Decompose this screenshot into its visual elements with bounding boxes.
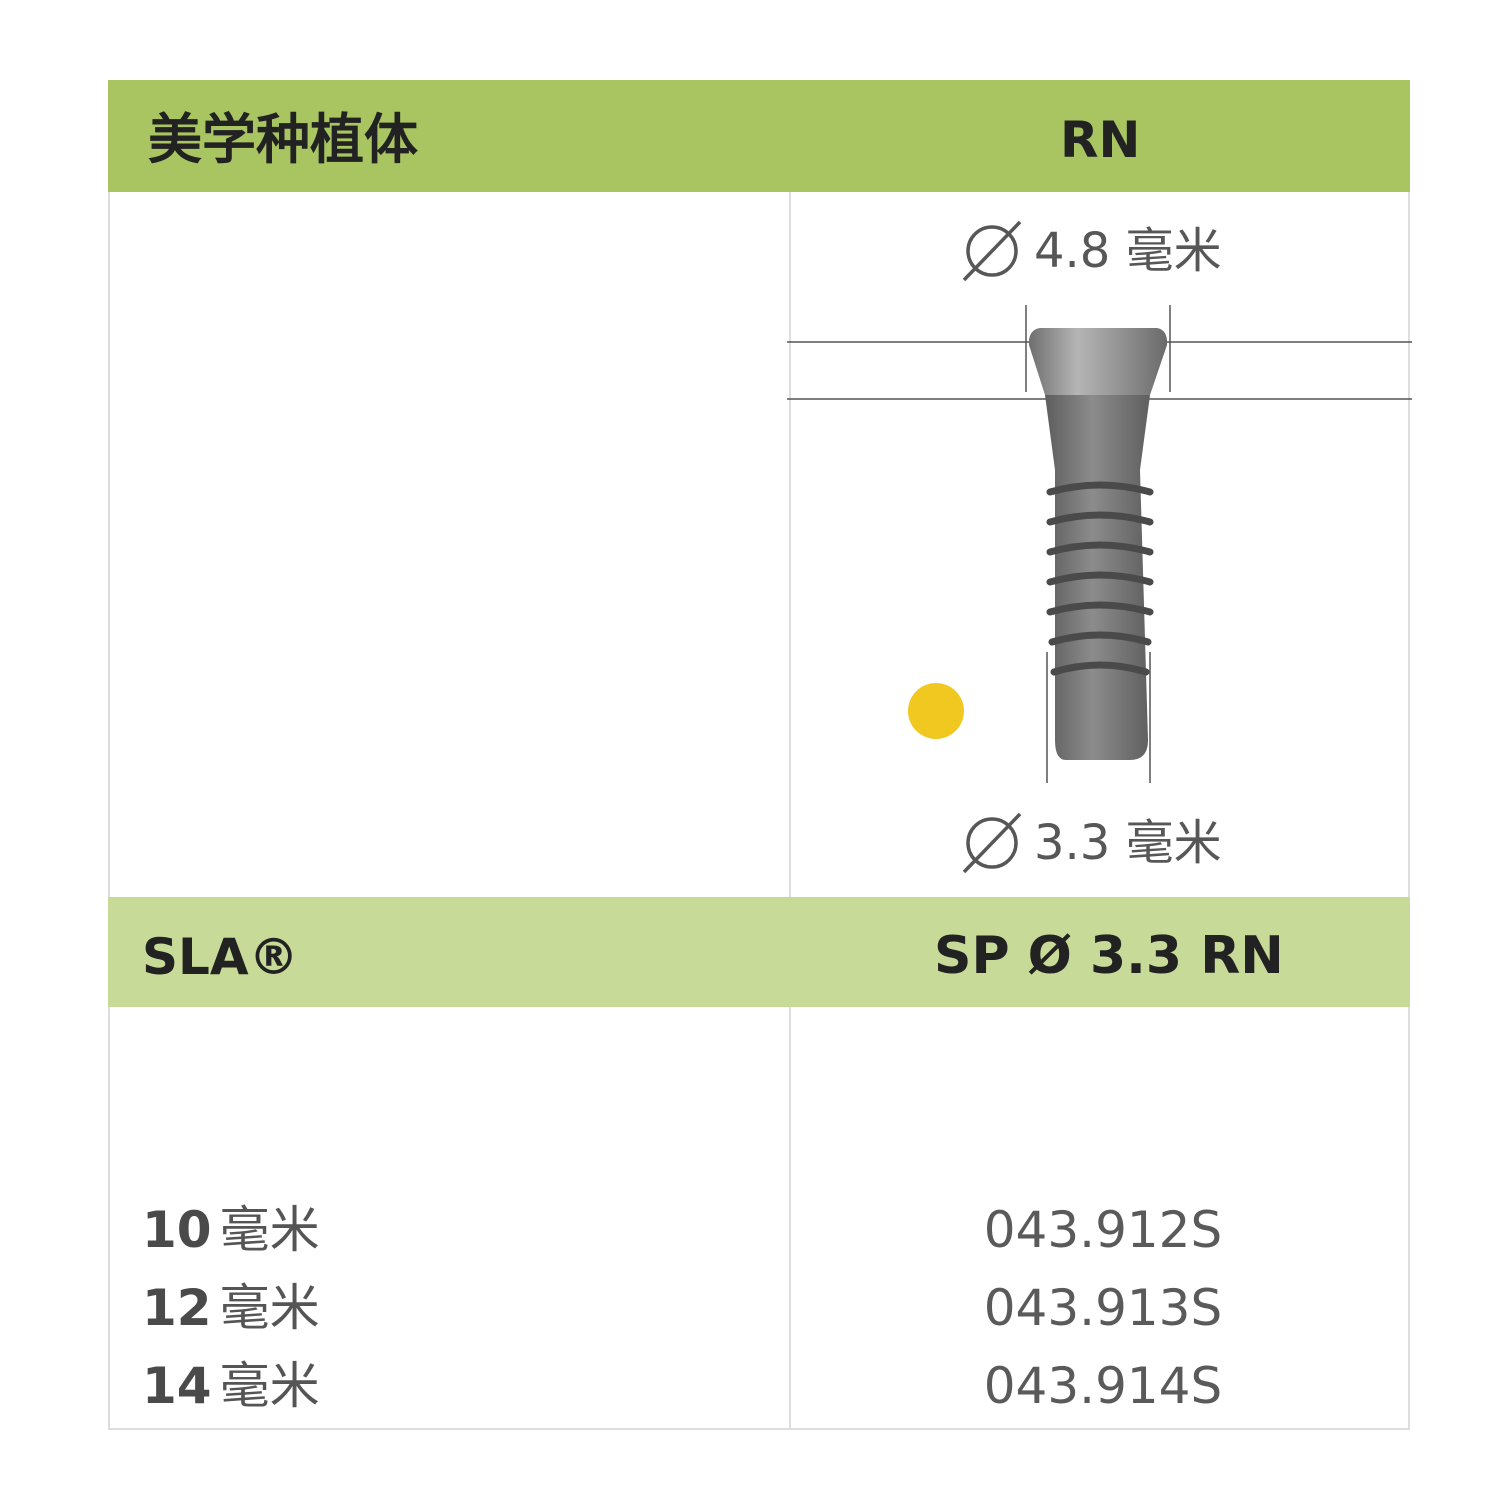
yellow-dot-marker (908, 683, 964, 739)
implant-figure (787, 220, 1412, 874)
length-value: 14 (142, 1357, 212, 1415)
article-code-1: 043.912S (983, 1201, 1223, 1259)
column-divider-bottom (789, 1007, 791, 1430)
length-value: 12 (142, 1279, 212, 1337)
top-diameter-label: 4.8 毫米 (1034, 223, 1222, 279)
table-subheader: SLA® SP Ø 3.3 RN (108, 897, 1410, 1007)
surface-label: SLA® (142, 928, 299, 986)
length-unit: 毫米 (219, 1201, 320, 1259)
diameter-icon (962, 812, 1022, 874)
length-unit: 毫米 (219, 1279, 320, 1337)
article-code-2: 043.913S (983, 1279, 1223, 1337)
diameter-icon (962, 220, 1022, 282)
article-code-3: 043.914S (983, 1357, 1223, 1415)
bottom-diameter-label: 3.3 毫米 (1034, 815, 1222, 871)
product-name: SP Ø 3.3 RN (934, 926, 1284, 986)
implant-collar (1028, 328, 1168, 395)
length-value: 10 (142, 1201, 212, 1259)
column-divider-top (789, 192, 791, 897)
table-header: 美学种植体 RN (108, 80, 1410, 192)
header-right-title: RN (1060, 111, 1141, 169)
implant-threads (1046, 481, 1154, 676)
length-unit: 毫米 (219, 1357, 320, 1415)
header-left-title: 美学种植体 (148, 108, 418, 171)
